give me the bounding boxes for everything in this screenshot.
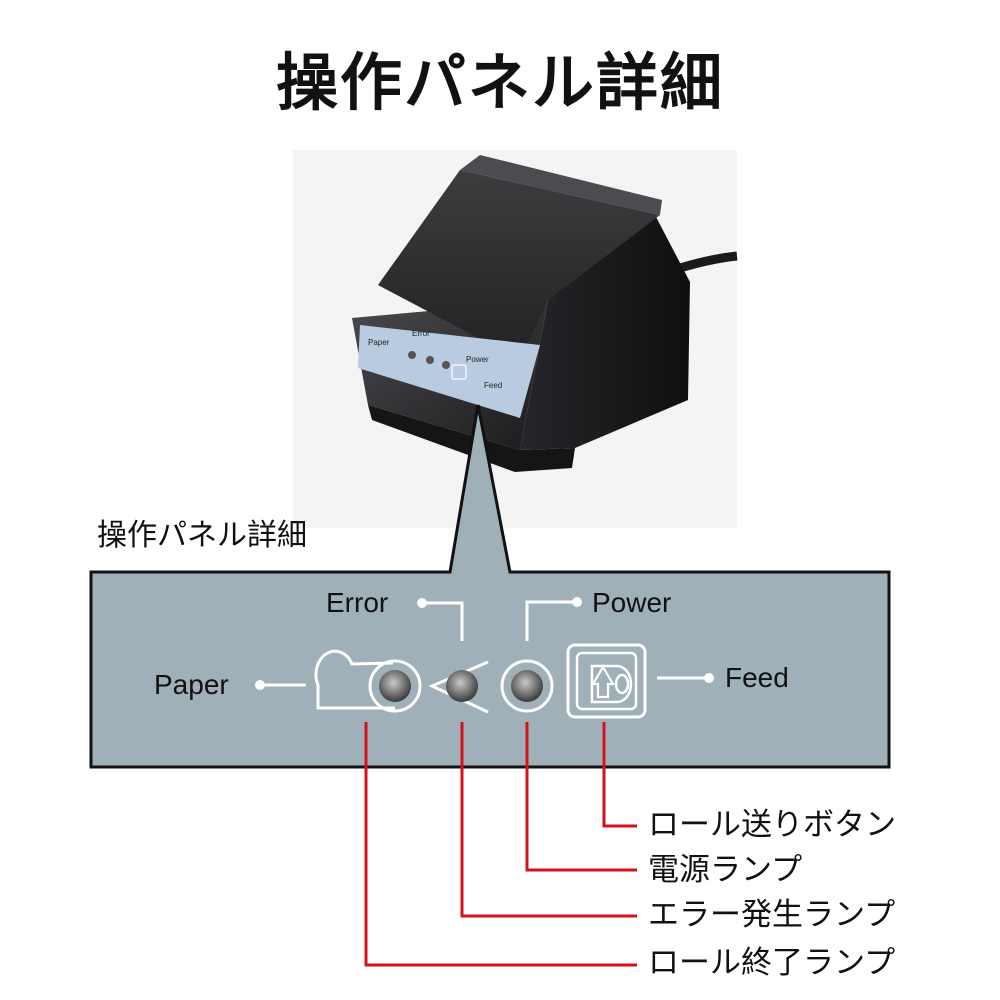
feed-button-icon[interactable] xyxy=(566,643,647,719)
error-wedge-icon xyxy=(428,660,489,714)
error-connector xyxy=(417,598,464,641)
printer-photo: Paper Error Power Feed xyxy=(293,150,738,528)
photo-label-feed: Feed xyxy=(484,381,502,390)
leader-roll-feed-button xyxy=(602,722,637,828)
leader-lines xyxy=(364,722,637,967)
printer-cable xyxy=(678,251,738,273)
photo-label-power: Power xyxy=(466,355,489,364)
error-lamp xyxy=(446,670,478,702)
photo-feed-button xyxy=(451,364,467,380)
label-error: Error xyxy=(326,587,389,618)
power-ring-icon xyxy=(500,659,554,713)
label-power: Power xyxy=(592,587,672,618)
printer-side xyxy=(520,215,690,450)
printer-lid-top-edge xyxy=(460,155,662,215)
leader-power-lamp xyxy=(525,722,637,872)
callout-power-lamp: 電源ランプ xyxy=(648,852,803,888)
callout-error-lamp: エラー発生ランプ xyxy=(648,897,896,933)
panel-detail-caption: 操作パネル詳細 xyxy=(97,518,307,553)
photo-lamp-error xyxy=(426,356,434,364)
callout-roll-feed-button: ロール送りボタン xyxy=(648,807,896,843)
photo-label-paper: Paper xyxy=(368,338,390,347)
paper-connector xyxy=(255,680,306,690)
feed-connector xyxy=(657,673,714,683)
page-title: 操作パネル詳細 xyxy=(275,46,724,119)
power-connector xyxy=(525,597,582,641)
power-lamp xyxy=(511,670,543,702)
leader-roll-end-lamp xyxy=(364,722,637,967)
up-arrow-icon xyxy=(591,664,615,699)
callout-roll-end-lamp: ロール終了ランプ xyxy=(648,945,896,981)
photo-lamp-paper xyxy=(408,351,416,359)
leader-error-lamp xyxy=(460,722,637,918)
photo-operation-panel xyxy=(358,325,540,418)
printer-lid xyxy=(378,170,660,360)
roll-end-lamp xyxy=(379,670,411,702)
photo-lamp-power xyxy=(442,361,450,369)
label-feed: Feed xyxy=(725,662,789,693)
label-paper: Paper xyxy=(154,669,229,700)
photo-label-error: Error xyxy=(412,329,430,338)
paper-roll-icon xyxy=(314,649,422,713)
